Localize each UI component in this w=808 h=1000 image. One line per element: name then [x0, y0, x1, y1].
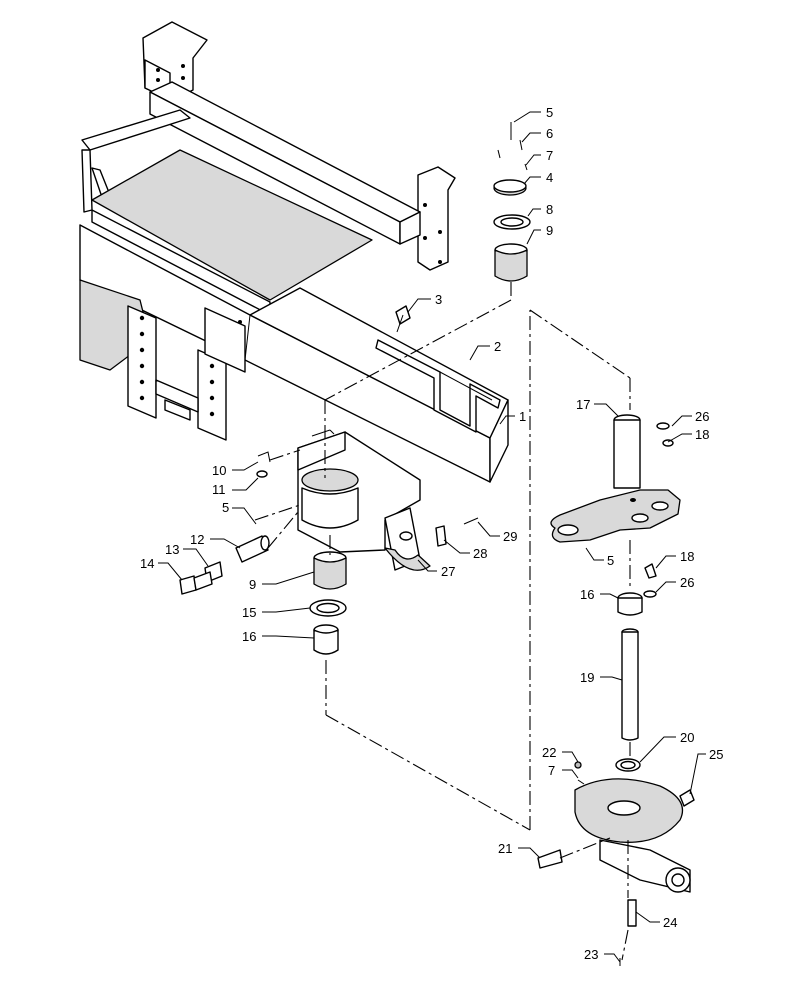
- callout-17: 17: [576, 397, 590, 412]
- leader-lines: [158, 111, 706, 963]
- callout-4: 4: [546, 170, 553, 185]
- callout-20: 20: [680, 730, 694, 745]
- center-lines: [254, 282, 631, 961]
- fasteners-10-11: [256, 429, 335, 478]
- callout-9: 9: [249, 577, 256, 592]
- callout-7: 7: [548, 763, 555, 778]
- callout-2: 2: [494, 339, 501, 354]
- callout-7: 7: [546, 148, 553, 163]
- pins-28-29: [435, 517, 479, 547]
- lower-bushings-left: [309, 551, 347, 655]
- callout-27: 27: [441, 564, 455, 579]
- callout-29: 29: [503, 529, 517, 544]
- bolt-3: [395, 305, 411, 333]
- callout-21: 21: [498, 841, 512, 856]
- swing-arm-assembly: [537, 414, 695, 966]
- callout-18: 18: [680, 549, 694, 564]
- u-bolt: [375, 339, 501, 433]
- callout-5: 5: [222, 500, 229, 515]
- callout-14: 14: [140, 556, 154, 571]
- top-stack: [493, 122, 531, 282]
- callout-11: 11: [212, 482, 226, 497]
- pin-bolt-group: [179, 535, 270, 595]
- pivot-bracket-assembly: [297, 431, 431, 571]
- callout-22: 22: [542, 745, 556, 760]
- callout-24: 24: [663, 915, 677, 930]
- callout-13: 13: [165, 542, 179, 557]
- frame-assembly: [79, 21, 509, 483]
- callout-3: 3: [435, 292, 442, 307]
- callout-6: 6: [546, 126, 553, 141]
- callout-10: 10: [212, 463, 226, 478]
- callout-15: 15: [242, 605, 256, 620]
- callout-28: 28: [473, 546, 487, 561]
- callout-16: 16: [242, 629, 256, 644]
- callout-26: 26: [695, 409, 709, 424]
- callout-18: 18: [695, 427, 709, 442]
- callout-9: 9: [546, 223, 553, 238]
- callout-5: 5: [546, 105, 553, 120]
- callout-labels: 5 6 7 4 8 9 3 2 1 10 11 5 12 13 14 9 15 …: [140, 105, 723, 962]
- callout-5: 5: [607, 553, 614, 568]
- callout-8: 8: [546, 202, 553, 217]
- callout-1: 1: [519, 409, 526, 424]
- callout-23: 23: [584, 947, 598, 962]
- callout-26: 26: [680, 575, 694, 590]
- callout-25: 25: [709, 747, 723, 762]
- callout-16: 16: [580, 587, 594, 602]
- callout-12: 12: [190, 532, 204, 547]
- callout-19: 19: [580, 670, 594, 685]
